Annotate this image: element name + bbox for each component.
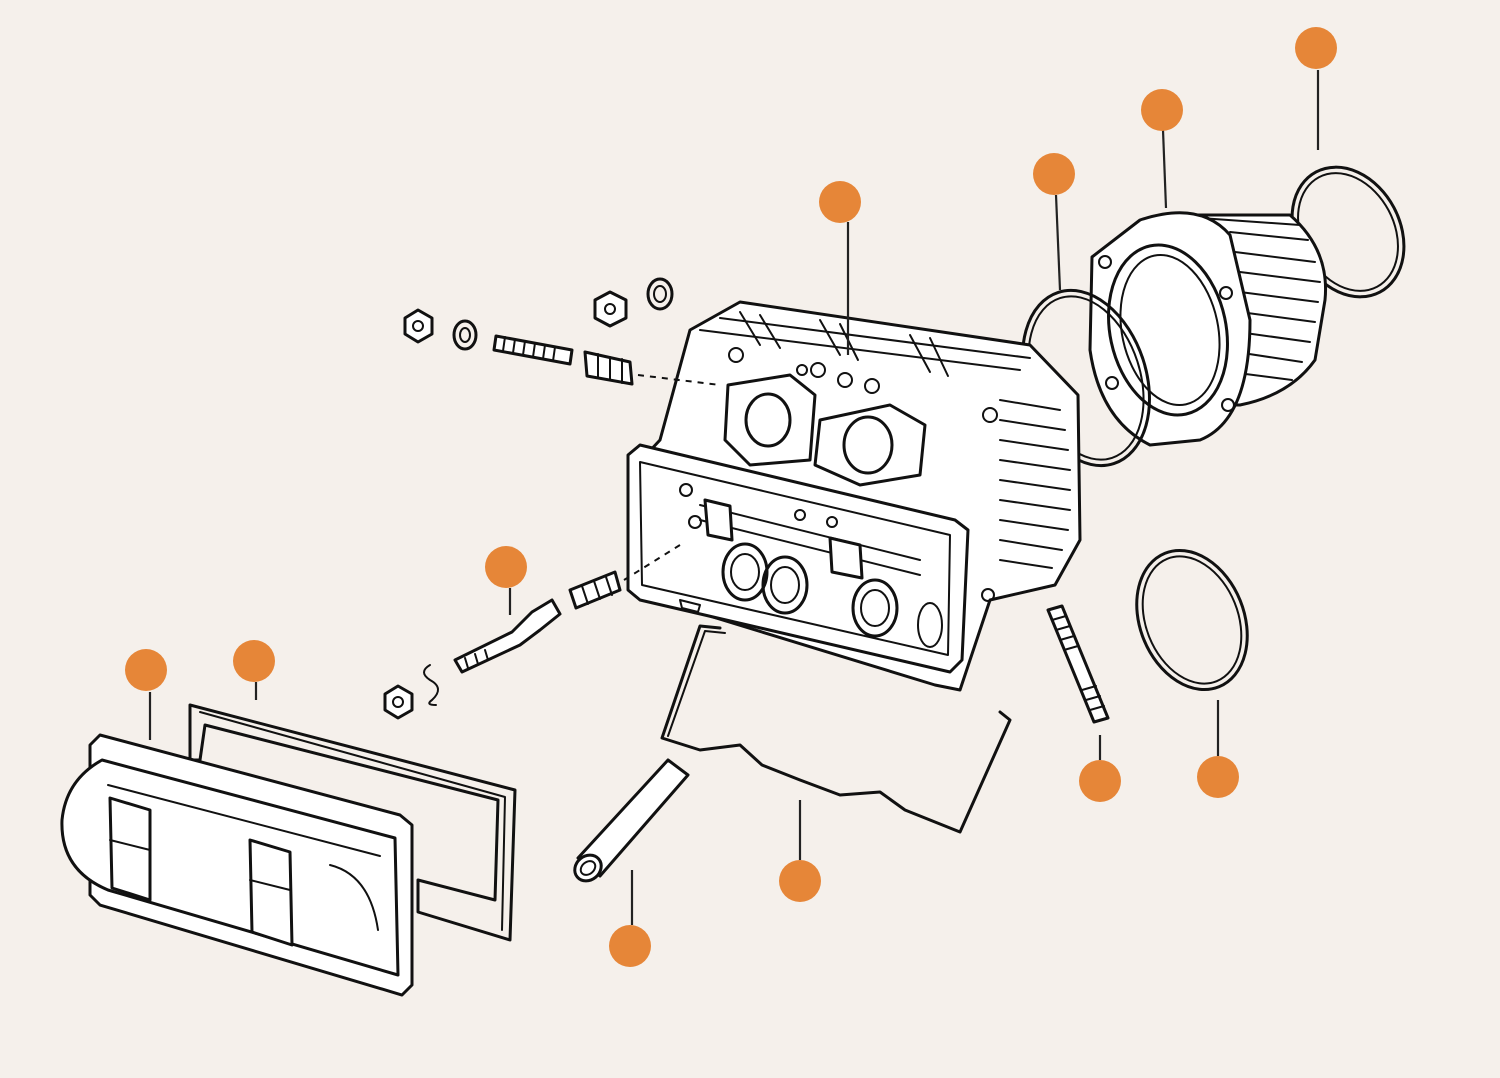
hotspot-cylinder-head[interactable] (819, 181, 861, 223)
cylinder-stud[interactable] (1046, 604, 1110, 724)
hotspot-valve-cover-bail[interactable] (779, 860, 821, 902)
upper-stud-and-nuts[interactable] (403, 277, 721, 386)
hotspot-cylinder-seal-ring-large[interactable] (1295, 27, 1337, 69)
leader-lines (148, 70, 1320, 925)
hotspot-valve-cover-gasket[interactable] (233, 640, 275, 682)
hotspot-valve-cover[interactable] (125, 649, 167, 691)
lower-stud-and-springs[interactable] (383, 544, 681, 720)
cylinder-head[interactable] (626, 300, 1082, 692)
valve-cover[interactable] (60, 733, 414, 997)
cylinder-barrel[interactable] (1088, 211, 1328, 447)
pushrod-tube-seal[interactable] (1117, 534, 1267, 706)
hotspot-cylinder-stud[interactable] (1079, 760, 1121, 802)
callout-markers (125, 27, 1337, 967)
hotspot-pushrod-tube[interactable] (609, 925, 651, 967)
pushrod-tube[interactable] (570, 758, 690, 886)
hotspot-cylinder-barrel[interactable] (1141, 89, 1183, 131)
hotspot-cylinder-seal-ring-small[interactable] (1033, 153, 1075, 195)
hotspot-valve-spring-cover[interactable] (485, 546, 527, 588)
hotspot-pushrod-tube-seal[interactable] (1197, 756, 1239, 798)
valve-cover-bail[interactable] (660, 624, 1012, 834)
